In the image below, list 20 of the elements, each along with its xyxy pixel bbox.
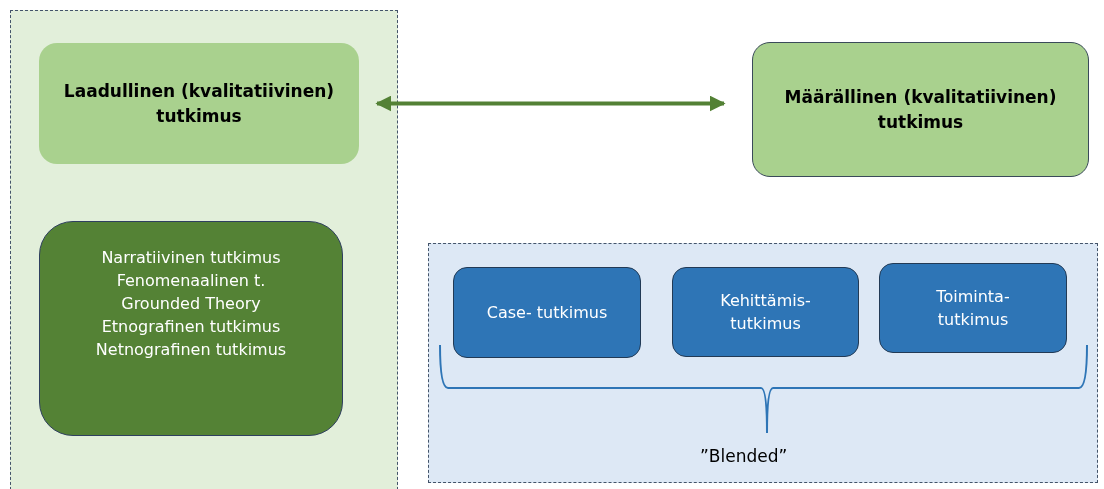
node-text: Fenomenaalinen t. — [116, 269, 266, 292]
method-box — [672, 267, 859, 357]
node-text: Case- tutkimus — [486, 301, 608, 324]
node-text: Etnografinen tutkimus — [101, 316, 281, 339]
category-box — [752, 42, 1089, 177]
node-text: Määrällinen (kvalitatiivinen) tutkimus — [783, 85, 1058, 134]
node-text: Grounded Theory — [121, 292, 261, 315]
category-box — [39, 43, 359, 164]
node-text: Netnografinen tutkimus — [95, 339, 287, 362]
brace-label: ”Blended” — [700, 446, 788, 466]
node-text: Narratiivinen tutkimus — [101, 246, 281, 269]
method-list-box — [39, 221, 343, 436]
method-box — [879, 263, 1067, 353]
node-text: Kehittämis- tutkimus — [719, 289, 812, 335]
double-arrow — [375, 95, 726, 112]
node-text: Toiminta- tutkimus — [935, 285, 1011, 331]
method-box — [453, 267, 641, 358]
node-text: Laadullinen (kvalitatiivinen) tutkimus — [62, 79, 336, 128]
group-panel — [10, 10, 398, 489]
group-panel — [428, 243, 1098, 483]
